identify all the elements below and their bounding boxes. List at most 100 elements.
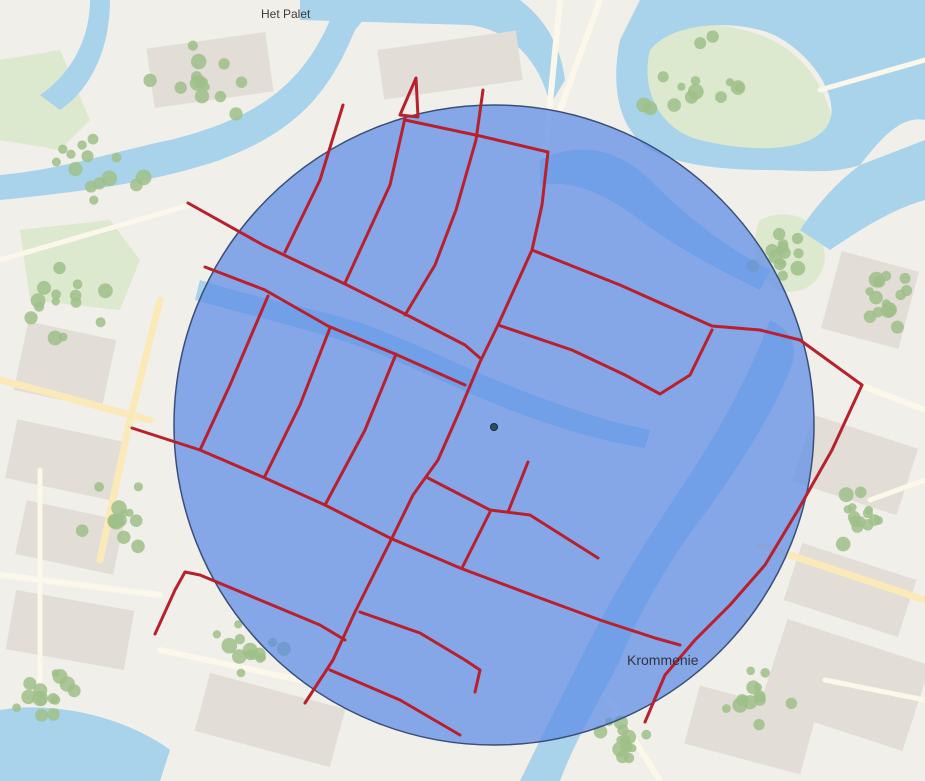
building-blocks [4, 30, 925, 775]
tree-dot [12, 703, 21, 713]
tree-dot [753, 718, 765, 731]
tree-dot [706, 30, 719, 43]
tree-dot [641, 729, 652, 740]
tree-dot [81, 150, 94, 163]
tree-dot [643, 101, 658, 116]
tree-dot [70, 297, 82, 308]
tree-dot [51, 157, 61, 167]
street-segment [130, 426, 682, 647]
tree-dot [193, 75, 206, 88]
tree-dot [835, 536, 851, 552]
tree-dot [133, 482, 143, 492]
street-segment [506, 460, 530, 514]
tree-dot [47, 708, 60, 721]
tree-dot [131, 539, 145, 554]
tree-dot [753, 683, 763, 692]
tree-dot [34, 301, 45, 312]
tree-dot [255, 654, 265, 663]
tree-dot [785, 697, 797, 709]
street-segment [426, 476, 600, 560]
tree-dot [135, 169, 152, 186]
tree-dot [667, 98, 681, 112]
tree-dot [838, 487, 854, 503]
tree-dot [863, 310, 877, 324]
tree-dot [880, 302, 896, 318]
tree-dot [736, 694, 749, 707]
tree-dot [23, 677, 37, 690]
tree-dot [51, 297, 60, 306]
tree-dot [873, 275, 886, 288]
tree-dot [33, 683, 48, 698]
street-segment [263, 326, 332, 478]
street-segment [198, 294, 270, 452]
street-segment [403, 88, 485, 317]
tree-dot [612, 741, 628, 757]
street-segment [643, 383, 864, 724]
tree-dot [187, 40, 198, 51]
street-segment [303, 118, 550, 705]
street-segment [323, 352, 398, 507]
street-segment [343, 116, 407, 285]
street-segment [203, 265, 467, 387]
tree-dot [690, 76, 701, 86]
tree-dot [75, 524, 89, 537]
tree-dot [677, 82, 686, 91]
tree-dot [111, 152, 122, 163]
tree-dot [874, 516, 883, 525]
tree-dot [51, 289, 61, 300]
tree-dot [754, 694, 766, 706]
street-segment [186, 201, 482, 360]
tree-dot [734, 83, 745, 93]
tree-dot [229, 107, 243, 121]
tree-canopy [12, 30, 913, 764]
tree-dot [50, 694, 61, 705]
buffer-center-point[interactable] [490, 423, 498, 431]
street-segment [496, 323, 714, 396]
tree-dot [93, 177, 106, 190]
street-segment [153, 570, 347, 642]
tree-dot [725, 78, 735, 87]
tree-dot [851, 520, 864, 533]
tree-dot [68, 162, 83, 177]
tree-dot [746, 666, 755, 676]
tree-dot [777, 270, 788, 281]
tree-dot [890, 320, 904, 334]
tree-dot [212, 630, 221, 639]
tree-dot [66, 149, 76, 159]
tree-dot [218, 58, 230, 70]
tree-dot [765, 243, 779, 257]
place-label-town: Krommenie [627, 652, 699, 668]
tree-dot [791, 232, 804, 245]
tree-dot [854, 486, 867, 499]
tree-dot [95, 317, 106, 328]
tree-dot [24, 311, 38, 325]
tree-dot [174, 81, 187, 94]
tree-dot [129, 514, 143, 527]
street-segment [358, 610, 482, 694]
tree-dot [77, 140, 87, 150]
tree-dot [862, 508, 873, 519]
buffer-zone-outline [173, 104, 815, 746]
tree-dot [235, 76, 248, 88]
tree-dot [715, 91, 727, 103]
tree-dot [221, 637, 238, 654]
selected-streets[interactable] [130, 76, 864, 737]
tree-dot [232, 649, 247, 664]
tree-dot [58, 144, 68, 154]
tree-dot [657, 71, 669, 83]
tree-dot [777, 242, 789, 254]
tree-dot [234, 620, 243, 629]
tree-dot [47, 330, 63, 346]
tree-dot [37, 280, 51, 295]
tree-dot [51, 669, 60, 678]
tree-dot [847, 511, 861, 524]
street-segment [283, 103, 345, 254]
tree-dot [117, 530, 131, 544]
tree-dot [793, 248, 804, 259]
tree-dot [684, 90, 699, 104]
tree-dot [72, 279, 83, 290]
tree-dot [89, 195, 99, 205]
tree-dot [617, 724, 629, 736]
